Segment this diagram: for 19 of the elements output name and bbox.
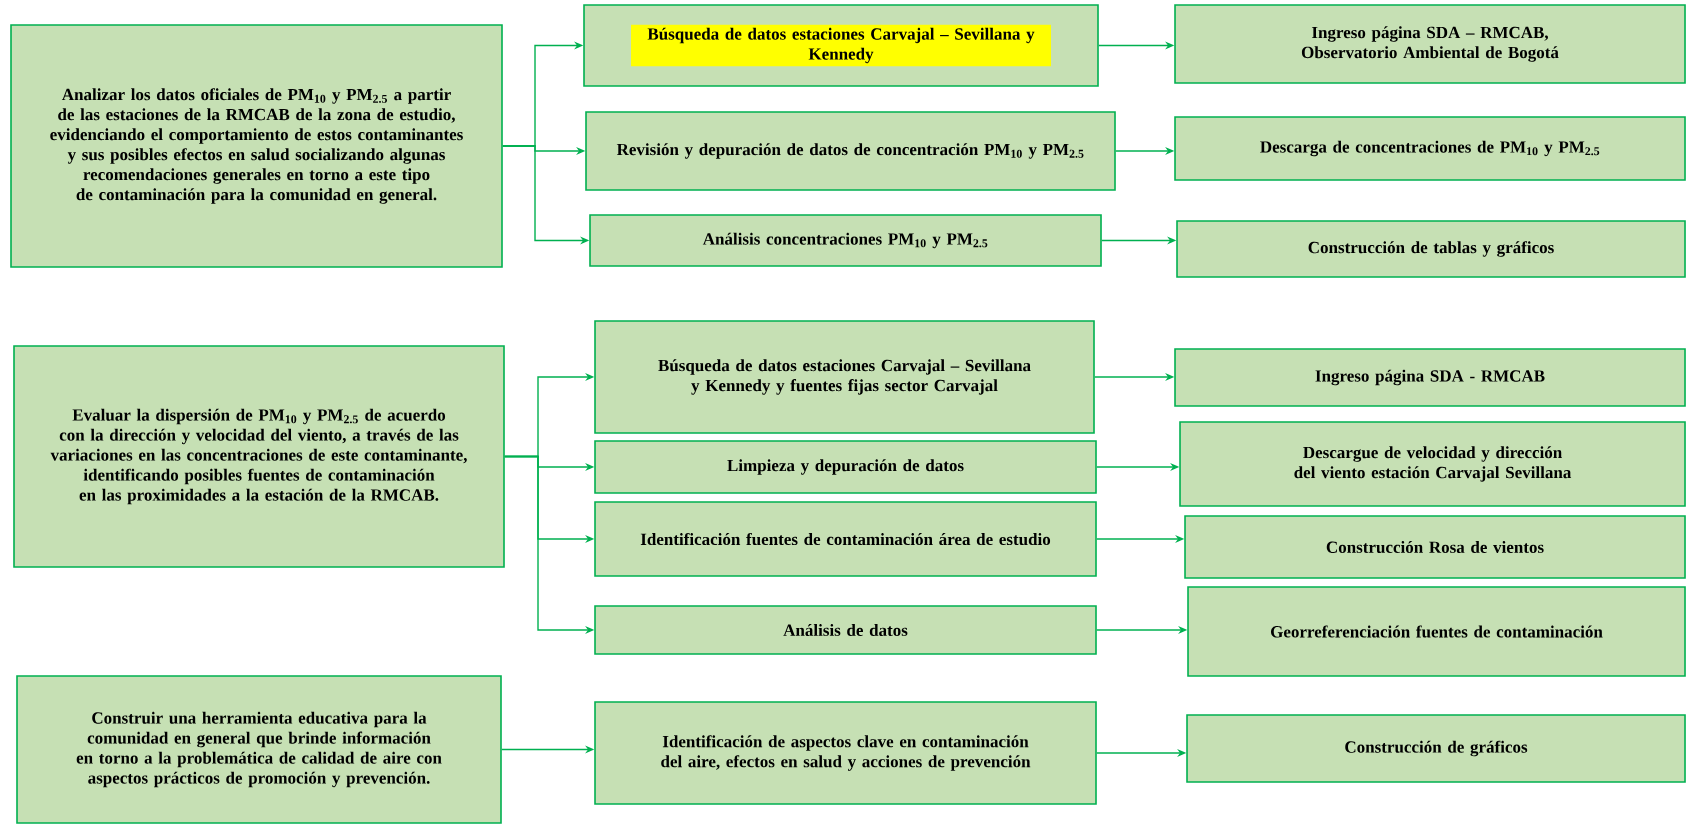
process-box: Limpieza y depuración de datos: [594, 440, 1097, 494]
process-box: Análisis de datos: [594, 605, 1097, 655]
process-box: Ingreso página SDA – RMCAB, Observatorio Ambiental de Bogotá: [1174, 4, 1686, 84]
process-box: Descargue de velocidad y dirección del viento estación Carvajal Sevillana: [1179, 421, 1686, 507]
process-box: Analizar los datos oficiales de PM$_{10}$ y PM$_{2.5}$ a partir de las estaciones de la RMCAB de la zona de estudio, evidenciando el comportamiento de estos contaminantes y sus posibles efectos en salud socializando algunas recomendaciones generales en torno a este tipo de contaminación para la comunidad en general.: [10, 24, 503, 268]
process-box: Búsqueda de datos estaciones Carvajal – Sevillana y Kennedy: [583, 4, 1099, 87]
process-box: Georreferenciación fuentes de contaminación: [1187, 586, 1686, 677]
process-box: Descarga de concentraciones de PM$_{10}$ y PM$_{2.5}$: [1174, 116, 1686, 181]
process-box: Ingreso página SDA - RMCAB: [1174, 348, 1686, 407]
process-box: Identificación de aspectos clave en contaminación del aire, efectos en salud y acciones de prevención: [594, 701, 1097, 805]
process-box: Revisión y depuración de datos de concentración PM$_{10}$ y PM$_{2.5}$: [585, 111, 1116, 191]
process-box: Evaluar la dispersión de PM$_{10}$ y PM$_{2.5}$ de acuerdo con la dirección y velocidad del viento, a través de las variaciones en las concentraciones de este contaminante, identificando posibles fuentes de contaminación en las proximidades a la estación de la RMCAB.: [13, 345, 505, 568]
process-box: Construir una herramienta educativa para la comunidad en general que brinde información en torno a la problemática de calidad de aire con aspectos prácticos de promoción y prevención.: [16, 675, 502, 824]
process-box: Análisis concentraciones PM$_{10}$ y PM$_{2.5}$: [589, 214, 1102, 267]
process-box: Búsqueda de datos estaciones Carvajal – Sevillana y Kennedy y fuentes fijas sector Carvajal: [594, 320, 1095, 434]
process-box: Construcción Rosa de vientos: [1184, 515, 1686, 579]
process-box: Construcción de tablas y gráficos: [1176, 220, 1686, 278]
process-box: Construcción de gráficos: [1186, 714, 1686, 783]
process-box: Identificación fuentes de contaminación área de estudio: [594, 501, 1097, 577]
